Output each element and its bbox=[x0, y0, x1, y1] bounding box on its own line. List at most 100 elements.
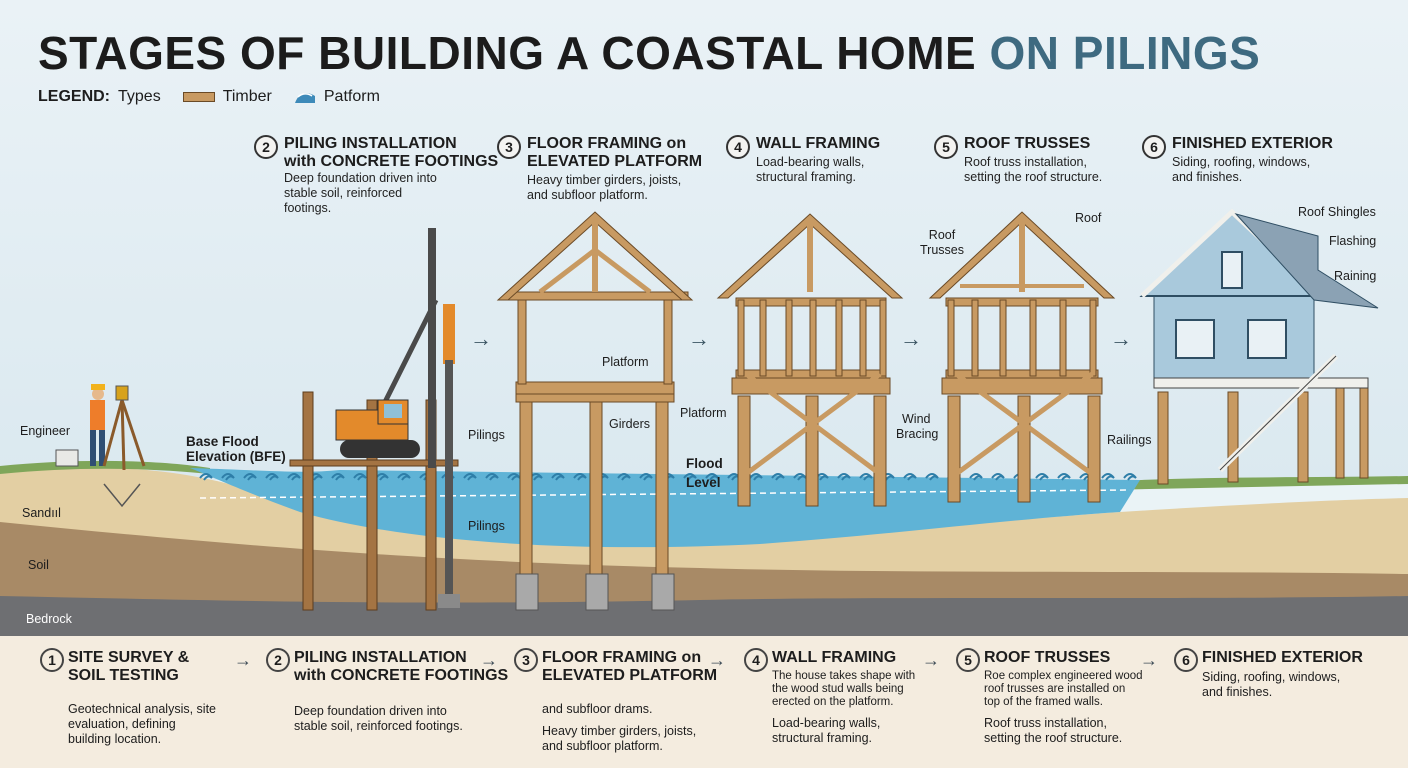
step-line: the wood stud walls being bbox=[772, 683, 904, 695]
bottom-summary-panel: 1 SITE SURVEY &SOIL TESTING Geotechnical… bbox=[0, 636, 1408, 768]
step-line: The house takes shape with bbox=[772, 670, 916, 682]
stage-title-line1: PILING INSTALLATION bbox=[284, 135, 457, 152]
arrow-right-icon: → bbox=[1110, 326, 1132, 351]
step-line: Load-bearing walls, bbox=[772, 716, 881, 730]
arrow-right-icon: → bbox=[1140, 650, 1158, 670]
label-flood-line2: Level bbox=[686, 475, 721, 490]
legend: LEGEND: Types Timber Patform bbox=[38, 88, 380, 106]
step-number: 6 bbox=[1174, 648, 1198, 672]
label-railings: Railings bbox=[1107, 433, 1152, 447]
arrow-right-icon: → bbox=[234, 650, 252, 670]
stage-title-line1: FINISHED EXTERIOR bbox=[1172, 135, 1333, 152]
stage-title-line1: WALL FRAMING bbox=[756, 135, 881, 152]
step-title-line1: ROOF TRUSSES bbox=[984, 649, 1111, 666]
step-line: and subfloor drams. bbox=[542, 702, 653, 716]
label-wind-line1: Wind bbox=[902, 412, 931, 426]
label-pilings-upper: Pilings bbox=[468, 428, 505, 442]
legend-types: Types bbox=[118, 88, 161, 105]
step-number: 1 bbox=[40, 648, 64, 672]
step-line: and subfloor platform. bbox=[542, 739, 663, 753]
step-title-line1: FLOOR FRAMING on bbox=[542, 649, 702, 666]
pile-driver-crane bbox=[335, 228, 460, 608]
label-bfe-line2: Elevation (BFE) bbox=[186, 449, 286, 464]
step-line: roof trusses are installed on bbox=[984, 683, 1126, 695]
stage3-footings bbox=[515, 573, 675, 611]
step-line: erected on the platform. bbox=[772, 696, 894, 708]
step-line: and finishes. bbox=[1202, 685, 1273, 699]
step-line: Roof truss installation, bbox=[984, 716, 1107, 730]
label-roof-shingles: Roof Shingles bbox=[1298, 205, 1376, 219]
label-pilings-lower: Pilings bbox=[468, 519, 505, 533]
arrow-right-icon: → bbox=[900, 326, 922, 351]
engineer-figure bbox=[55, 384, 146, 508]
stage-number: 3 bbox=[497, 135, 521, 159]
step-title-line2: SOIL TESTING bbox=[68, 667, 179, 684]
arrow-right-icon: → bbox=[470, 326, 492, 351]
step-title-line2: ELEVATED PLATFORM bbox=[542, 667, 718, 684]
label-flashing: Flashing bbox=[1329, 234, 1377, 248]
stage-desc-2: structural framing. bbox=[756, 170, 857, 184]
stage-desc-1: Siding, roofing, windows, bbox=[1172, 155, 1311, 169]
stage3-frame bbox=[496, 211, 694, 583]
label-sand: Sandııl bbox=[22, 506, 61, 520]
stage6-house bbox=[1139, 208, 1379, 485]
stage-desc-2: and subfloor platform. bbox=[527, 188, 648, 202]
step-title-line1: PILING INSTALLATION bbox=[294, 649, 467, 666]
sky-background bbox=[0, 0, 1408, 480]
stage-number: 2 bbox=[254, 135, 278, 159]
step-line: Heavy timber girders, joists, bbox=[542, 724, 697, 738]
label-roof: Roof bbox=[1075, 211, 1102, 225]
step-line: Roe complex engineered wood bbox=[984, 670, 1143, 682]
wave-platform-icon bbox=[294, 93, 315, 103]
stage4-frame bbox=[716, 213, 904, 507]
stage-desc-2: stable soil, reinforced bbox=[284, 186, 403, 200]
label-flood-line1: Flood bbox=[686, 456, 723, 471]
grass-left bbox=[0, 460, 210, 474]
stage-desc-1: Heavy timber girders, joists, bbox=[527, 173, 682, 187]
stage5-frame bbox=[928, 211, 1116, 503]
step-line: stable soil, reinforced footings. bbox=[294, 719, 463, 733]
stage-number: 4 bbox=[726, 135, 750, 159]
label-engineer: Engineer bbox=[20, 424, 71, 438]
label-bedrock: Bedrock bbox=[26, 612, 72, 626]
step-number: 4 bbox=[744, 648, 768, 672]
stage-number: 6 bbox=[1142, 135, 1166, 159]
label-roof-trusses-line2: Trusses bbox=[920, 243, 964, 257]
arrow-right-icon: → bbox=[480, 650, 498, 670]
stage-desc-1: Roof truss installation, bbox=[964, 155, 1087, 169]
arrow-right-icon: → bbox=[708, 650, 726, 670]
step-line: evaluation, defining bbox=[68, 717, 176, 731]
step-number: 3 bbox=[514, 648, 538, 672]
stage-desc-2: setting the roof structure. bbox=[964, 170, 1103, 184]
step-title-line2: with CONCRETE FOOTINGS bbox=[294, 667, 509, 684]
step-number: 2 bbox=[266, 648, 290, 672]
stage-title-line2: with CONCRETE FOOTINGS bbox=[284, 153, 499, 170]
stage-desc-3: footings. bbox=[284, 201, 332, 215]
legend-timber: Timber bbox=[222, 88, 272, 105]
label-girders: Girders bbox=[609, 417, 650, 431]
step-line: Geotechnical analysis, site bbox=[68, 702, 216, 716]
step-line: Siding, roofing, windows, bbox=[1202, 670, 1341, 684]
grass-right bbox=[1100, 476, 1408, 490]
step-line: building location. bbox=[68, 732, 162, 746]
step-title-line1: SITE SURVEY & bbox=[68, 649, 190, 666]
step-line: setting the roof structure. bbox=[984, 731, 1123, 745]
step-line: top of the framed walls. bbox=[984, 696, 1103, 708]
title-accent: ON PILINGS bbox=[989, 27, 1261, 79]
page-title: STAGES OF BUILDING A COASTAL HOME ON PIL… bbox=[38, 26, 1260, 80]
arrow-right-icon: → bbox=[688, 326, 710, 351]
timber-swatch-icon bbox=[182, 92, 215, 102]
step-title-line1: FINISHED EXTERIOR bbox=[1202, 649, 1363, 666]
stage-desc-1: Deep foundation driven into bbox=[284, 171, 437, 185]
stage-title-line1: FLOOR FRAMING on bbox=[527, 135, 687, 152]
label-platform-upper: Platform bbox=[602, 355, 649, 369]
arrow-right-icon: → bbox=[922, 650, 940, 670]
title-main: STAGES OF BUILDING A COASTAL HOME bbox=[38, 27, 977, 79]
label-platform-lower: Platform bbox=[680, 406, 727, 420]
step-number: 5 bbox=[956, 648, 980, 672]
scene-illustration bbox=[0, 208, 1408, 636]
label-raining: Raining bbox=[1334, 269, 1377, 283]
stage-title-line1: ROOF TRUSSES bbox=[964, 135, 1091, 152]
